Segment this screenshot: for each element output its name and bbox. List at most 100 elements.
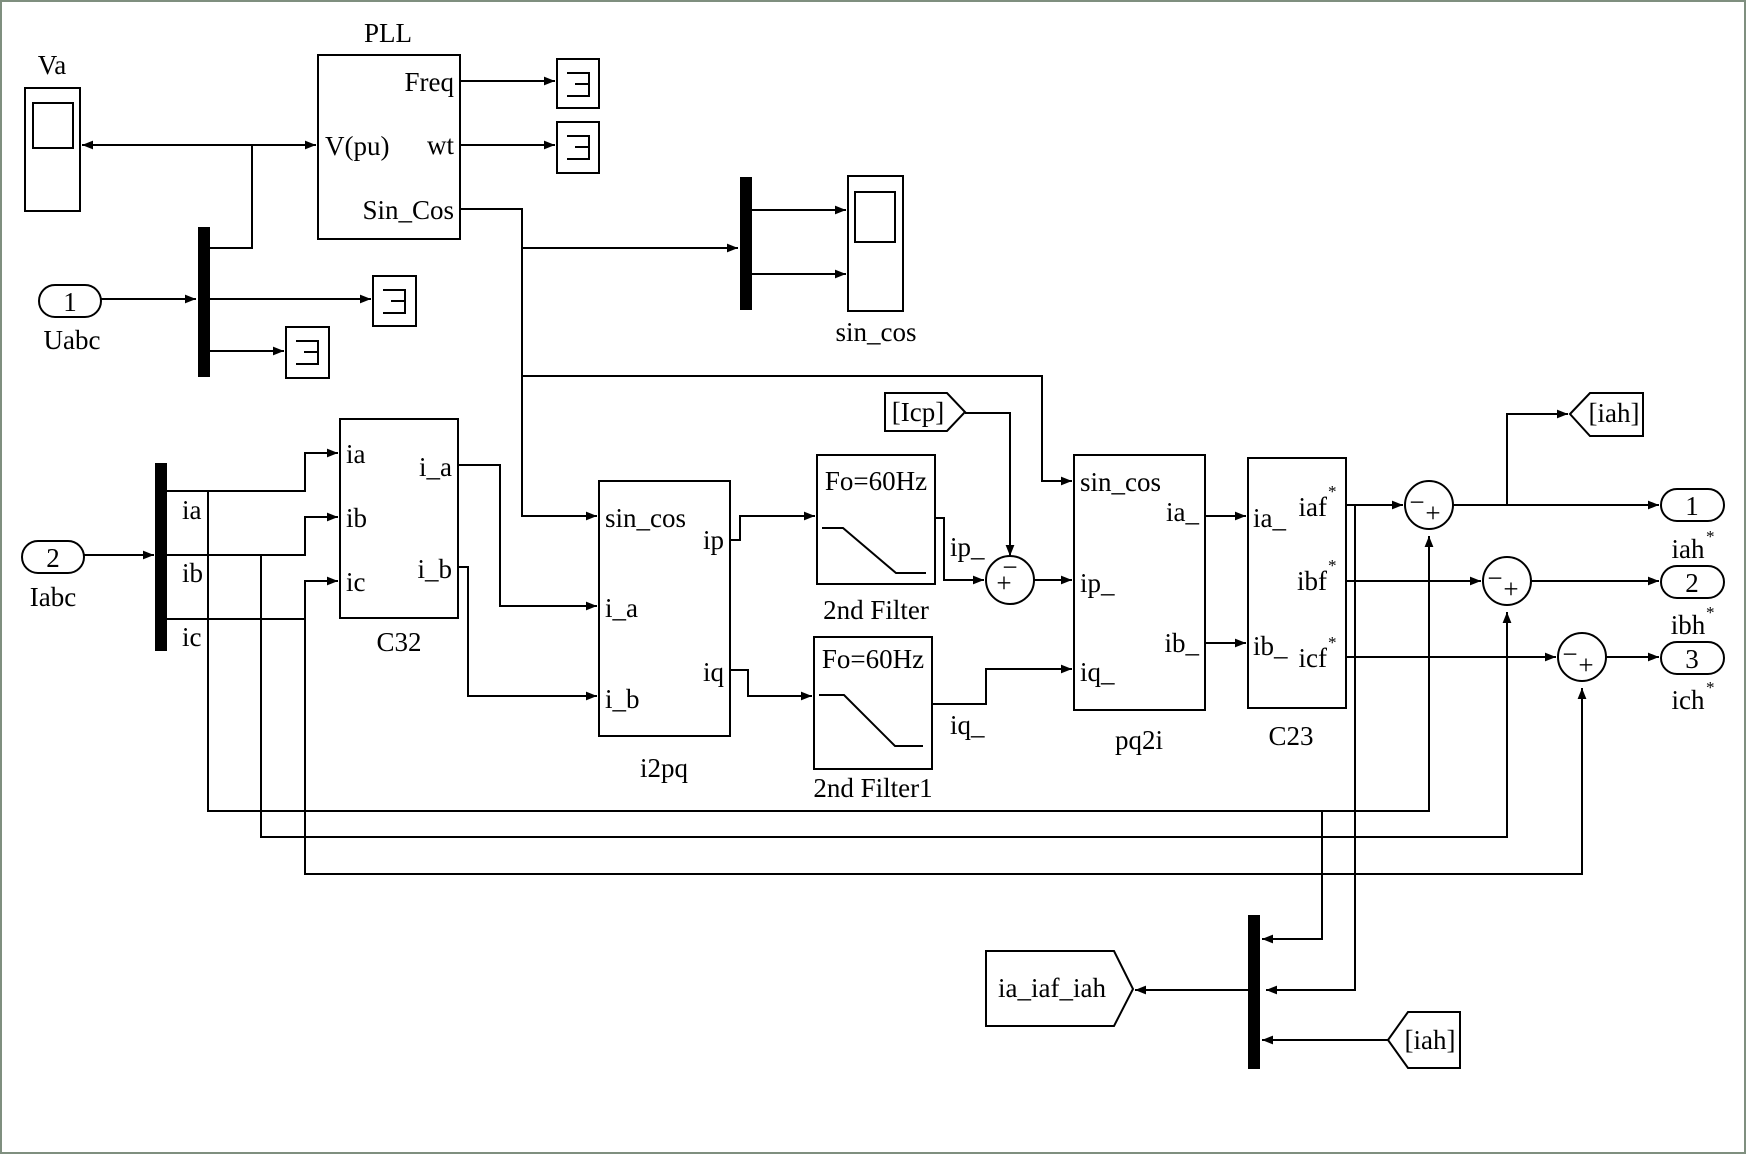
c23-out-ibf-star: * [1328,556,1337,575]
outport-1[interactable] [1660,488,1725,522]
goto-ia-iaf-iah[interactable] [985,950,1135,1027]
pq2i-out-ia: ia_ [1166,497,1199,527]
pll-port-v: V(pu) [325,131,389,161]
terminator-freq[interactable] [556,58,600,109]
outport-3[interactable] [1660,641,1725,675]
c32-out-ib: i_b [417,554,452,584]
c23-out-ibf: ibf [1297,566,1327,596]
pq2i-in-iq: iq_ [1080,657,1115,687]
wire-sincos-to-i2pq [461,208,597,521]
mux-uabc-bar[interactable] [198,227,210,377]
i2pq-out-ip: ip [703,525,724,555]
wire-iq-to-filter [730,669,812,701]
i2pq-in-ib: i_b [605,684,640,714]
demux-label-ia: ia [182,495,202,525]
outport-3-star: * [1706,678,1715,697]
i2pq-block[interactable] [598,480,731,737]
inport-iabc-number: 2 [46,543,60,573]
from-iah[interactable] [1386,1011,1461,1069]
mux-bottom-bar[interactable] [1248,915,1260,1069]
i2pq-in-sincos: sin_cos [605,503,686,533]
sum-ip-plus: + [996,568,1011,598]
wire-ib-to-i2pq [458,566,597,701]
outport-1-number: 1 [1685,491,1699,521]
sum-b-plus: + [1503,574,1518,604]
wire-ib-feedback [260,555,1512,838]
sum-c-minus: − [1562,639,1577,669]
pll-title: PLL [364,18,412,48]
outport-3-number: 3 [1685,644,1699,674]
wire-icp-to-sum [965,412,1015,556]
c32-in-ib: ib [346,503,367,533]
c32-in-ic: ic [346,567,366,597]
pq2i-in-ip: ip_ [1080,568,1115,598]
c23-out-iaf: iaf [1299,492,1327,522]
demux-label-ib: ib [182,558,203,588]
scope-sincos-title: sin_cos [836,317,917,347]
terminator-uabc-2[interactable] [285,326,330,379]
outport-2-number: 2 [1685,568,1699,598]
c32-name: C32 [376,627,421,657]
filter2-label: Fo=60Hz [822,644,924,674]
sum-ip-minus: − [1002,552,1017,582]
outport-2-label: ibh [1671,610,1706,640]
pll-port-freq: Freq [405,67,455,97]
goto-ia-iaf-iah-label: ia_iaf_iah [998,973,1106,1003]
sum-c-plus: + [1578,650,1593,680]
wire-sincos-to-pq2i [522,375,1072,486]
filter1-block[interactable] [816,454,936,585]
wire-iaf-to-mux [1266,505,1356,995]
pq2i-block[interactable] [1073,454,1206,711]
sum-b-minus: − [1487,563,1502,593]
wire-ia-to-i2pq [458,464,597,611]
pq2i-in-sincos: sin_cos [1080,467,1161,497]
c32-block[interactable] [339,418,459,619]
outport-3-label: ich [1672,685,1705,715]
c23-in-ia: ia_ [1253,503,1286,533]
filter1-name: 2nd Filter [823,595,929,625]
c32-out-ia: i_a [419,452,452,482]
inport-uabc-number: 1 [63,287,77,317]
i2pq-in-ia: i_a [605,593,638,623]
mux-sincos-bar[interactable] [740,177,752,310]
c32-in-ia: ia [346,439,366,469]
sum-a-minus: − [1409,487,1424,517]
goto-iah[interactable] [1568,392,1644,437]
outport-1-label: iah [1672,534,1705,564]
outport-2-star: * [1706,603,1715,622]
terminator-uabc-1[interactable] [372,275,417,327]
signal-ip: ip_ [950,532,985,562]
demux-label-ic: ic [182,622,202,652]
filter1-label: Fo=60Hz [825,466,927,496]
c23-block[interactable] [1247,457,1347,709]
filter2-name: 2nd Filter1 [813,773,932,803]
from-icp-label: [Icp] [892,397,944,427]
scope-va[interactable] [24,87,81,212]
from-icp[interactable] [884,392,967,432]
wire-mux-to-va [210,145,253,249]
terminator-wt[interactable] [556,121,600,174]
wire-ib-to-c32 [167,512,338,556]
outport-1-star: * [1706,527,1715,546]
i2pq-name: i2pq [640,753,689,783]
wire-iq-to-pq2i [932,664,1072,705]
inport-uabc[interactable] [38,284,102,318]
wire-ic-feedback [304,581,1587,875]
outport-2[interactable] [1660,565,1725,599]
i2pq-out-iq: iq [703,657,725,687]
wire-filter-to-sum [935,517,984,585]
c23-out-icf-star: * [1328,633,1337,652]
pq2i-name: pq2i [1115,725,1163,755]
wire-ia-feedback [207,491,1434,812]
wire-to-goto-iah [1506,409,1568,505]
scope-sincos[interactable] [847,175,904,312]
inport-uabc-label: Uabc [44,325,101,355]
inport-iabc[interactable] [21,540,85,574]
c23-out-iaf-star: * [1328,482,1337,501]
demux-iabc-bar[interactable] [155,463,167,651]
scope-va-title: Va [38,50,67,80]
c23-in-ib: ib_ [1253,631,1288,661]
sum-a-plus: + [1425,498,1440,528]
pll-block[interactable] [317,54,461,240]
